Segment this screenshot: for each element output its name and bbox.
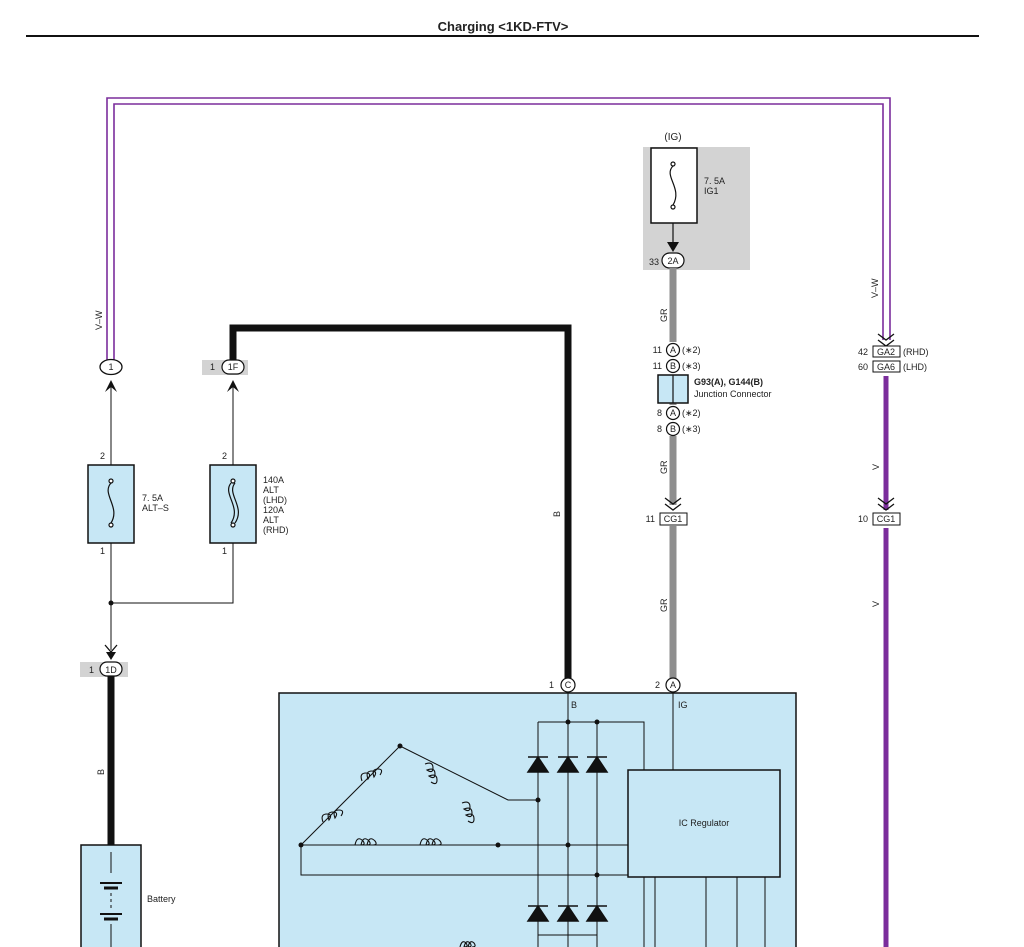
ga-label-lhd: GA6 — [877, 362, 895, 372]
c1f-pin: 1 — [210, 362, 215, 372]
cg1-left-label: CG1 — [664, 514, 683, 524]
junction-name: G93(A), G144(B) — [694, 377, 763, 387]
cg1-left-pin: 11 — [646, 514, 655, 524]
alts-fuse-icon — [107, 478, 115, 528]
junction-bottom-letter-b: B — [670, 424, 676, 434]
wire-label-gr-2: GR — [659, 460, 669, 474]
junction-top-note-b: (∗3) — [682, 361, 701, 371]
term-ig-name: IG — [678, 700, 688, 710]
vw-wire — [106, 97, 891, 362]
c1-arrow-icon — [105, 380, 117, 392]
ga-pin-rhd: 42 — [858, 347, 868, 357]
junction-top-note-a: (∗2) — [682, 345, 701, 355]
ga-connector — [872, 333, 901, 373]
ig1-connector-label: 2A — [667, 256, 678, 266]
alt-line5: ALT — [263, 515, 279, 525]
alts-pin-top: 2 — [100, 451, 105, 461]
junction-connector — [657, 342, 689, 437]
alt-line1: 140A — [263, 475, 284, 485]
alt-pin-top: 2 — [222, 451, 227, 461]
wire-label-vw-right: V–W — [870, 278, 880, 298]
alt-line3: (LHD) — [263, 495, 287, 505]
cg1-right-connector — [872, 497, 901, 526]
term-b-name: B — [571, 700, 577, 710]
c1f-label: 1F — [228, 362, 239, 372]
alts-pin-bottom: 1 — [100, 546, 105, 556]
term-ig-letter: A — [670, 680, 676, 690]
term-ig-pin: 2 — [655, 680, 660, 690]
ig1-pin: 33 — [649, 257, 659, 267]
ig1-rating: 7. 5A — [704, 176, 725, 186]
wire-label-v-1: V — [871, 464, 881, 470]
ig1-fuse-icon — [669, 161, 677, 247]
alt-line6: (RHD) — [263, 525, 289, 535]
wire-label-b-battery: B — [96, 769, 106, 775]
battery-label: Battery — [147, 894, 176, 904]
alts-fuse-box — [87, 464, 135, 544]
c1d-pin: 1 — [89, 665, 94, 675]
junction-top-pin-a: 11 — [653, 345, 662, 355]
ig1-arrow-icon — [667, 242, 679, 252]
c1d-label: 1D — [105, 665, 117, 675]
alt-fuse-icon — [228, 478, 239, 528]
diode-icon — [526, 755, 609, 922]
term-b-pin: 1 — [549, 680, 554, 690]
c1d-chevron-icon — [104, 644, 118, 660]
alt-pin-bottom: 1 — [222, 546, 227, 556]
wire-label-gr-3: GR — [659, 598, 669, 612]
wire-label-gr-1: GR — [659, 308, 669, 322]
alts-name: ALT–S — [142, 503, 169, 513]
wire-label-v-2: V — [871, 601, 881, 607]
junction-top-letter-a: A — [670, 345, 676, 355]
battery-icon — [100, 852, 122, 947]
c1f-arrow-icon — [227, 380, 239, 392]
cg1-right-pin: 10 — [858, 514, 868, 524]
ga-note-lhd: (LHD) — [903, 362, 927, 372]
c1-pin: 1 — [108, 362, 113, 372]
c1-connector-oval — [99, 358, 123, 376]
page-title: Charging <1KD-FTV> — [438, 19, 569, 34]
wire-label-vw-left: V–W — [94, 310, 104, 330]
ga-pin-lhd: 60 — [858, 362, 868, 372]
b-wire-main — [229, 324, 572, 678]
junction-top-pin-b: 11 — [653, 361, 662, 371]
fuse-feed-wires — [110, 387, 234, 650]
junction-type: Junction Connector — [694, 389, 772, 399]
alt-line2: ALT — [263, 485, 279, 495]
junction-bottom-pin-b: 8 — [657, 424, 662, 434]
c1f-connector-oval — [221, 359, 245, 375]
alt-line4: 120A — [263, 505, 284, 515]
junction-bottom-pin-a: 8 — [657, 408, 662, 418]
ig1-source-label: (IG) — [664, 132, 681, 143]
junction-top-letter-b: B — [670, 361, 676, 371]
splice-dot — [108, 600, 114, 606]
alternator-dots — [298, 719, 600, 878]
junction-bottom-letter-a: A — [670, 408, 676, 418]
ga-label-rhd: GA2 — [877, 347, 895, 357]
junction-bottom-note-b: (∗3) — [682, 424, 701, 434]
ic-regulator-label: IC Regulator — [679, 818, 730, 828]
ic-regulator-box — [627, 769, 781, 878]
wire-label-b-main: B — [552, 511, 562, 517]
term-b-letter: C — [565, 680, 572, 690]
junction-bottom-note-a: (∗2) — [682, 408, 701, 418]
cg1-left-connector — [659, 497, 688, 526]
ig1-name: IG1 — [704, 186, 719, 196]
alts-rating: 7. 5A — [142, 493, 163, 503]
ga-note-rhd: (RHD) — [903, 347, 929, 357]
stator-coil-icon — [321, 762, 476, 947]
cg1-right-label: CG1 — [877, 514, 896, 524]
